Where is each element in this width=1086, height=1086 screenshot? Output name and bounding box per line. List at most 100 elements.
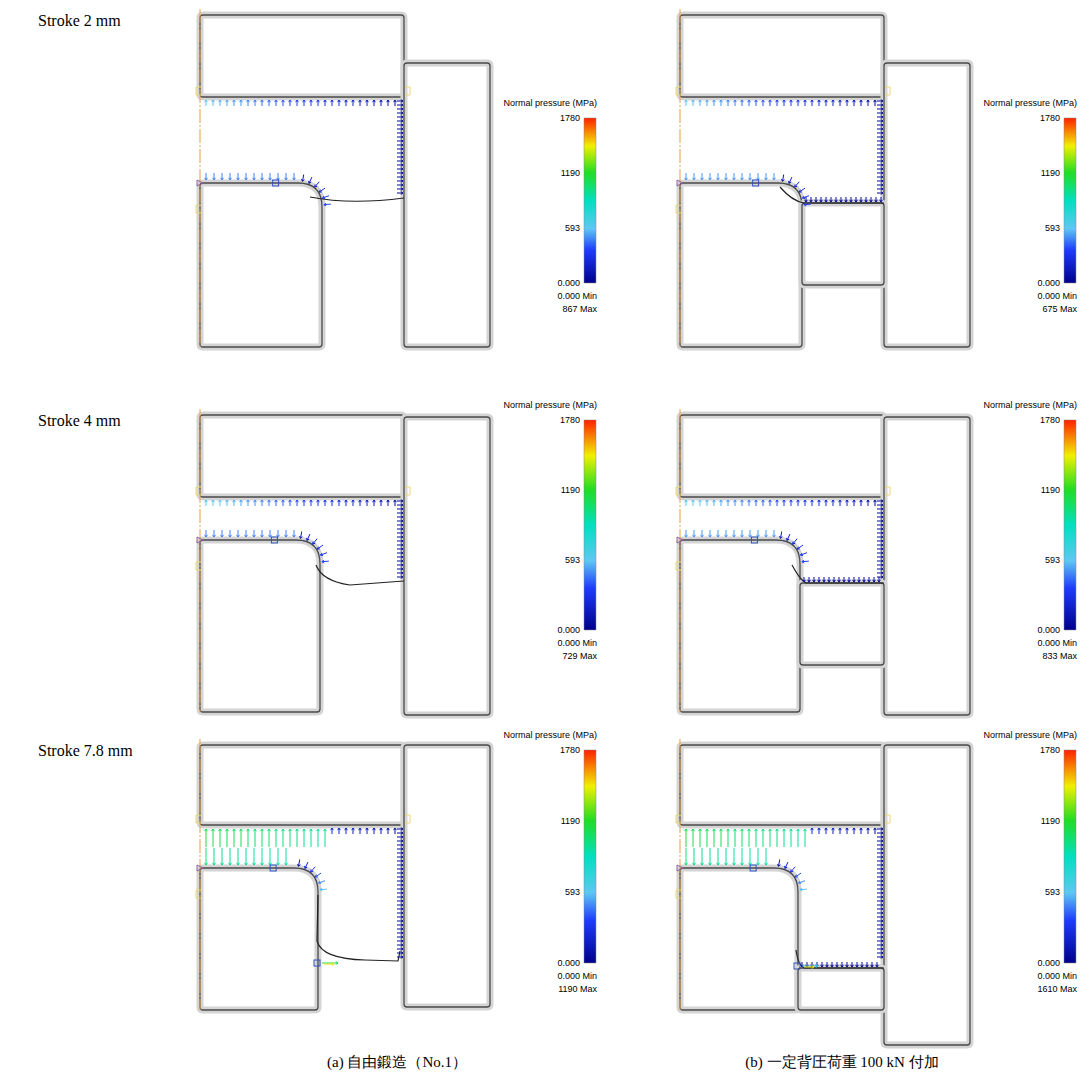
pressure-vector (818, 577, 821, 582)
pressure-vector (748, 100, 751, 106)
pressure-vector (387, 500, 390, 506)
scale-value: 1190 (561, 168, 580, 178)
forging-panel (196, 9, 490, 347)
pressure-vector (877, 928, 883, 931)
color-bar (1064, 420, 1076, 630)
scale-max: 833 Max (1042, 651, 1077, 661)
pressure-vector (874, 828, 877, 834)
lower-punch-shade (680, 183, 802, 347)
symmetry-axis (200, 739, 201, 1010)
pressure-vector (877, 124, 883, 127)
pressure-vector (877, 560, 883, 563)
pressure-vector (734, 829, 737, 847)
pressure-vector (397, 832, 403, 835)
pressure-vector (741, 173, 744, 180)
upper-punch (680, 745, 884, 825)
pressure-vector (277, 173, 280, 180)
pressure-vector (397, 524, 403, 527)
pressure-vector (253, 848, 256, 865)
pressure-vector (825, 828, 828, 834)
pressure-vector (300, 532, 303, 539)
pressure-vector (366, 500, 369, 506)
pressure-vector (831, 962, 834, 967)
pressure-vector (397, 532, 403, 535)
pressure-vector (268, 500, 271, 506)
pressure-vector (850, 197, 853, 202)
pressure-vector (832, 500, 835, 506)
upper-punch-outline (680, 415, 884, 497)
pressure-vector (685, 829, 688, 847)
pressure-vector (701, 848, 704, 865)
probe-marker (270, 865, 276, 871)
upper-punch-face (204, 19, 400, 93)
pressure-vector (387, 100, 390, 106)
pressure-vector (818, 828, 821, 834)
die (404, 417, 490, 715)
pressure-vector (811, 828, 814, 834)
pressure-vector (762, 829, 765, 847)
scale-title: Normal pressure (MPa) (983, 98, 1077, 108)
pressure-vector (229, 530, 232, 537)
pressure-vector (320, 553, 327, 556)
pressure-vector (877, 908, 883, 911)
max-marker (794, 963, 800, 969)
scale-min: 0.000 Min (1037, 291, 1077, 301)
pressure-vector (315, 182, 319, 187)
pressure-vector (757, 848, 760, 865)
pressure-vector (685, 500, 688, 506)
pressure-vector (345, 100, 348, 106)
counter-punch-shade (800, 583, 884, 665)
pressure-vector (233, 829, 236, 847)
pressure-vector (397, 512, 403, 515)
pressure-vector (877, 840, 883, 843)
pressure-vector (717, 848, 720, 865)
pressure-vector (856, 962, 859, 967)
pressure-vector (804, 100, 807, 106)
pressure-vector (219, 500, 222, 506)
pressure-vector (877, 544, 883, 547)
pressure-vector (720, 100, 723, 106)
pressure-vector (226, 100, 229, 106)
die-outline (884, 63, 970, 347)
pressure-vector (877, 508, 883, 511)
pressure-vector (840, 197, 843, 202)
pressure-vector (802, 560, 809, 563)
pressure-vector (313, 539, 317, 544)
probe-marker (750, 865, 756, 871)
pressure-vector (880, 197, 883, 202)
pressure-vector (685, 173, 688, 180)
die-face (888, 67, 966, 343)
pressure-vector (309, 177, 312, 183)
pressure-vector (846, 500, 849, 506)
pressure-vector (877, 936, 883, 939)
upper-punch-outline (680, 745, 884, 825)
pressure-vector (846, 100, 849, 106)
scale-value: 1780 (1040, 113, 1060, 123)
counter-punch-shade (798, 968, 884, 1010)
pressure-vector (846, 962, 849, 967)
pressure-vector (205, 829, 208, 847)
upper-punch-shade (680, 15, 884, 97)
node-mark (676, 487, 681, 495)
pressure-vector (359, 828, 362, 834)
scale-value: 593 (565, 555, 580, 565)
pressure-vector (397, 888, 403, 891)
pressure-vector (397, 836, 403, 839)
pressure-vector (790, 829, 793, 847)
pressure-vector (877, 900, 883, 903)
pressure-vector (397, 936, 403, 939)
pressure-vector (853, 577, 856, 582)
pressure-vector (848, 577, 851, 582)
lower-punch-outline (680, 540, 800, 712)
counter-punch (798, 968, 884, 1010)
pressure-vector (877, 524, 883, 527)
pressure-vector (782, 175, 785, 182)
pressure-vector (877, 192, 883, 195)
pressure-vector (877, 504, 883, 507)
pressure-vector (846, 828, 849, 834)
pressure-vector (877, 848, 883, 851)
lower-punch (680, 868, 798, 1010)
pressure-vector (877, 172, 883, 175)
